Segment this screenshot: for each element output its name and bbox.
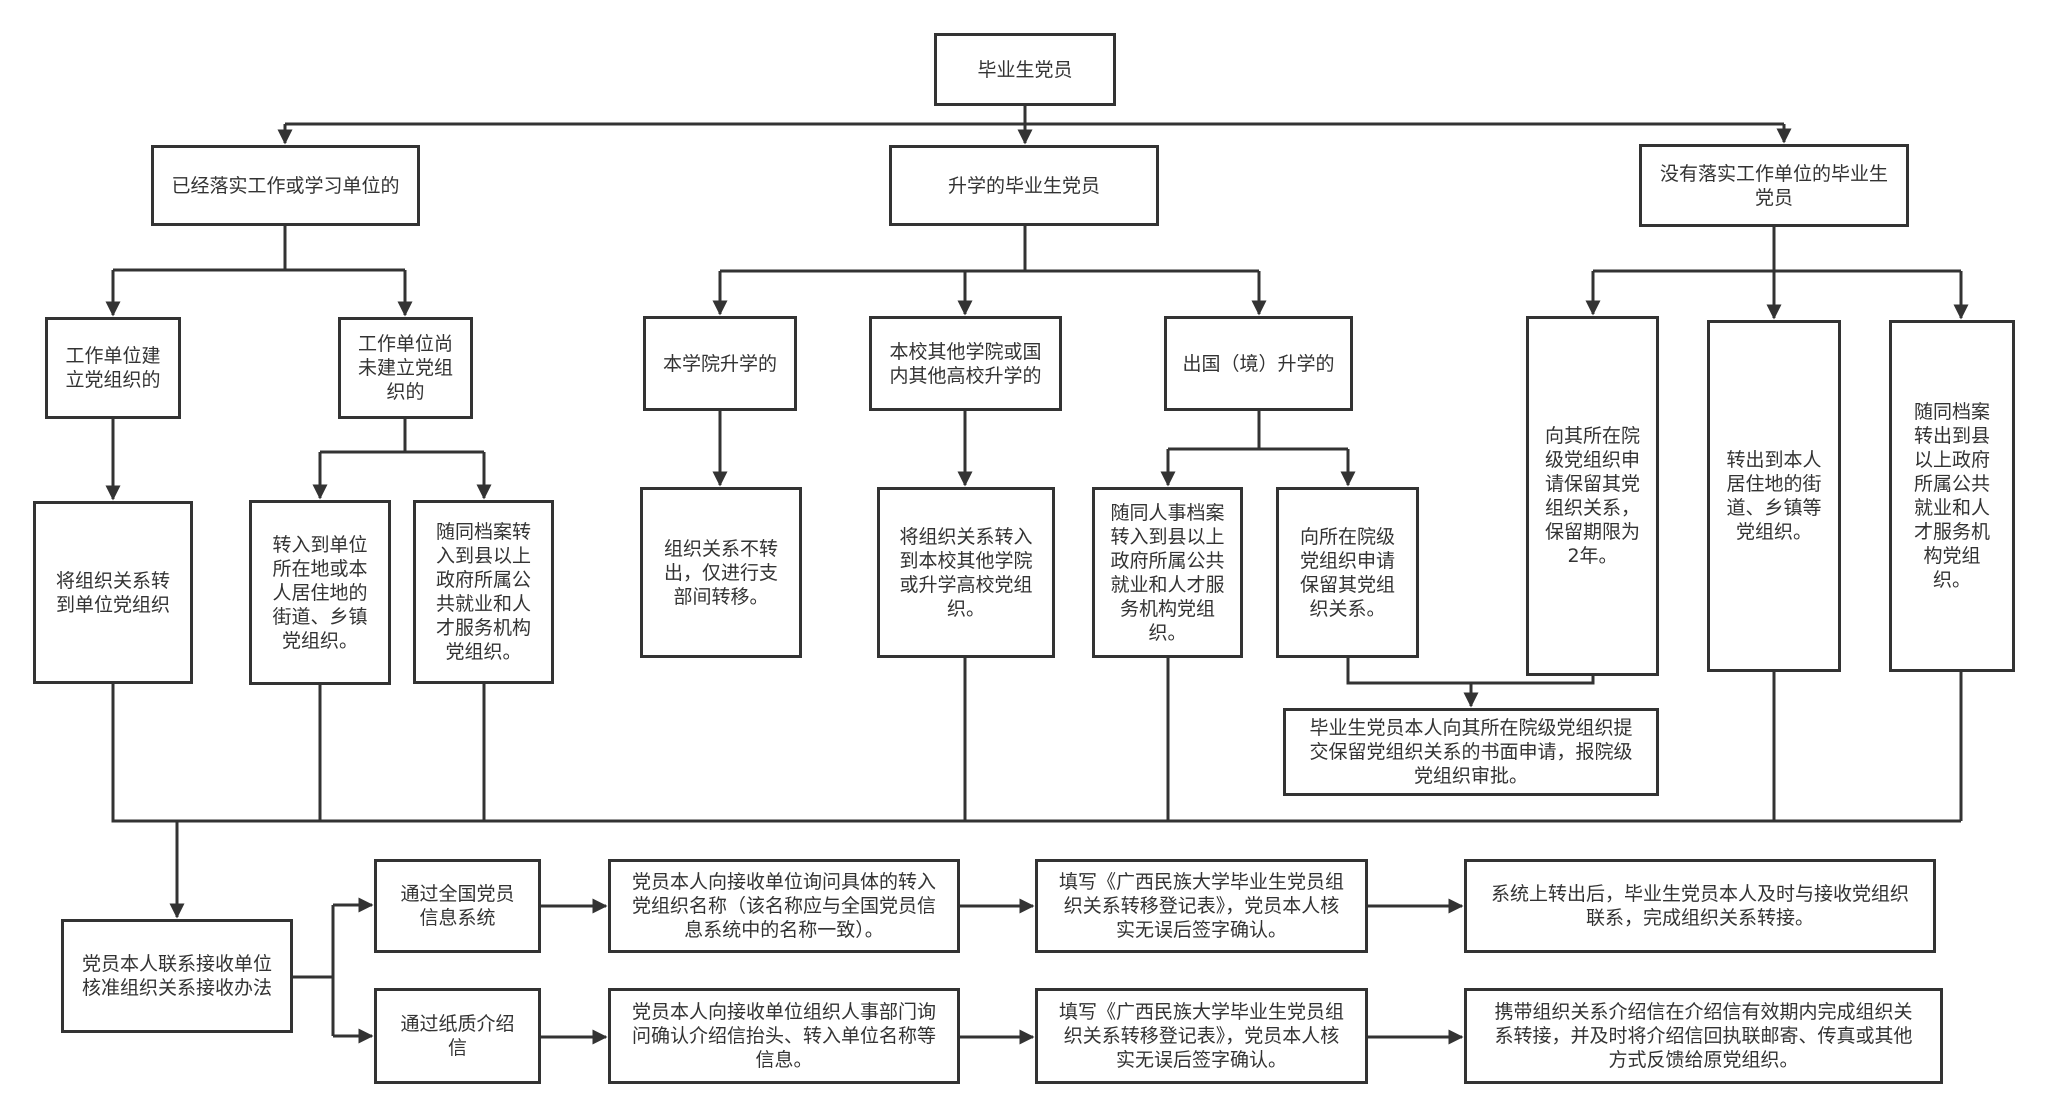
connector-study-bus	[720, 226, 1259, 273]
connector-no-org-bus	[320, 419, 484, 454]
node-transfer-to-new-school: 将组织关系转入 到本校其他学院 或升学高校党组 织。	[877, 487, 1055, 658]
node-unit-has-party-org: 工作单位建 立党组织的	[45, 317, 181, 419]
node-transfer-to-unit-org-label: 将组织关系转 到单位党组织	[55, 569, 170, 616]
node-root: 毕业生党员	[934, 33, 1116, 106]
node-unemployed-apply-retain-label: 向其所在院 级党组织申 请保留其党 组织关系， 保留期限为 2年。	[1544, 425, 1640, 567]
node-unit-no-party-org-label: 工作单位尚 未建立党组 织的	[357, 333, 453, 403]
node-unemployed-to-residence: 转出到本人 居住地的街 道、乡镇等 党组织。	[1707, 320, 1841, 672]
node-transfer-with-archive-county-label: 随同档案转 入到县以上 政府所属公 共就业和人 才服务机构 党组织。	[435, 521, 531, 663]
node-contact-receiving-unit: 党员本人联系接收单位 核准组织关系接收办法	[61, 919, 293, 1033]
node-employed: 已经落实工作或学习单位的	[151, 145, 420, 226]
node-written-application: 毕业生党员本人向其所在院级党组织提 交保留党组织关系的书面申请，报院级 党组织审…	[1283, 708, 1659, 796]
node-unemployed: 没有落实工作单位的毕业生 党员	[1639, 144, 1909, 227]
node-unit-no-party-org: 工作单位尚 未建立党组 织的	[338, 317, 473, 419]
node-transfer-with-archive-county: 随同档案转 入到县以上 政府所属公 共就业和人 才服务机构 党组织。	[413, 500, 554, 684]
connector-collect-bus	[111, 658, 1963, 823]
node-employed-label: 已经落实工作或学习单位的	[171, 174, 400, 197]
node-ask-letter-header: 党员本人向接收单位组织人事部门询 问确认介绍信抬头、转入单位名称等 信息。	[608, 988, 960, 1084]
node-same-college: 本学院升学的	[643, 316, 797, 411]
connector-root-bus	[285, 106, 1784, 126]
node-fill-form-system: 填写《广西民族大学毕业生党员组 织关系转移登记表》，党员本人核 实无误后签字确认…	[1035, 859, 1368, 953]
node-fill-form-paper: 填写《广西民族大学毕业生党员组 织关系转移登记表》，党员本人核 实无误后签字确认…	[1035, 988, 1368, 1084]
node-abroad-apply-retain: 向所在院级 党组织申请 保留其党组 织关系。	[1276, 487, 1419, 658]
node-abroad-with-personnel-archive: 随同人事档案 转入到县以上 政府所属公共 就业和人才服 务机构党组 织。	[1092, 487, 1243, 658]
node-study-abroad-label: 出国（境）升学的	[1182, 352, 1335, 375]
connector-method-split	[293, 905, 335, 1036]
node-fill-form-paper-label: 填写《广西民族大学毕业生党员组 织关系转移登记表》，党员本人核 实无误后签字确认…	[1058, 1001, 1344, 1071]
node-further-study: 升学的毕业生党员	[889, 145, 1159, 226]
node-via-national-system: 通过全国党员 信息系统	[374, 859, 541, 953]
node-transfer-to-new-school-label: 将组织关系转入 到本校其他学院 或升学高校党组 织。	[899, 525, 1033, 620]
node-branch-transfer-only: 组织关系不转 出，仅进行支 部间转移。	[640, 487, 802, 658]
node-via-paper-letter-label: 通过纸质介绍 信	[400, 1013, 515, 1059]
node-unemployed-with-archive: 随同档案 转出到县 以上政府 所属公共 就业和人 才服务机 构党组 织。	[1889, 320, 2015, 672]
node-transfer-to-local-street: 转入到单位 所在地或本 人居住地的 街道、乡镇 党组织。	[249, 500, 391, 685]
node-via-national-system-label: 通过全国党员 信息系统	[400, 883, 515, 929]
node-study-abroad: 出国（境）升学的	[1164, 316, 1353, 411]
node-fill-form-system-label: 填写《广西民族大学毕业生党员组 织关系转移登记表》，党员本人核 实无误后签字确认…	[1058, 871, 1344, 941]
node-contact-receiving-unit-label: 党员本人联系接收单位 核准组织关系接收办法	[81, 953, 272, 999]
node-unemployed-with-archive-label: 随同档案 转出到县 以上政府 所属公共 就业和人 才服务机 构党组 织。	[1913, 401, 1990, 591]
node-other-college-or-school: 本校其他学院或国 内其他高校升学的	[869, 316, 1062, 411]
node-ask-org-name: 党员本人向接收单位询问具体的转入 党组织名称（该名称应与全国党员信 息系统中的名…	[608, 859, 960, 953]
connector-abroad-bus	[1168, 411, 1348, 451]
node-via-paper-letter: 通过纸质介绍 信	[374, 988, 541, 1084]
node-system-transfer-done: 系统上转出后，毕业生党员本人及时与接收党组织 联系，完成组织关系转接。	[1464, 859, 1936, 953]
node-system-transfer-done-label: 系统上转出后，毕业生党员本人及时与接收党组织 联系，完成组织关系转接。	[1490, 883, 1909, 929]
node-unemployed-label: 没有落实工作单位的毕业生 党员	[1659, 162, 1888, 209]
node-same-college-label: 本学院升学的	[662, 352, 777, 375]
node-ask-letter-header-label: 党员本人向接收单位组织人事部门询 问确认介绍信抬头、转入单位名称等 信息。	[631, 1001, 936, 1071]
node-unit-has-party-org-label: 工作单位建 立党组织的	[65, 345, 161, 391]
node-abroad-apply-retain-label: 向所在院级 党组织申请 保留其党组 织关系。	[1299, 525, 1395, 620]
node-abroad-with-personnel-archive-label: 随同人事档案 转入到县以上 政府所属公共 就业和人才服 务机构党组 织。	[1110, 501, 1225, 644]
node-paper-transfer-done: 携带组织关系介绍信在介绍信有效期内完成组织关 系转接，并及时将介绍信回执联邮寄、…	[1464, 988, 1943, 1084]
node-unemployed-apply-retain: 向其所在院 级党组织申 请保留其党 组织关系， 保留期限为 2年。	[1526, 316, 1659, 676]
node-paper-transfer-done-label: 携带组织关系介绍信在介绍信有效期内完成组织关 系转接，并及时将介绍信回执联邮寄、…	[1494, 1001, 1913, 1071]
node-branch-transfer-only-label: 组织关系不转 出，仅进行支 部间转移。	[663, 537, 778, 608]
node-further-study-label: 升学的毕业生党员	[947, 174, 1100, 197]
connector-unemployed-bus	[1593, 227, 1961, 273]
node-written-application-label: 毕业生党员本人向其所在院级党组织提 交保留党组织关系的书面申请，报院级 党组织审…	[1309, 717, 1633, 787]
node-ask-org-name-label: 党员本人向接收单位询问具体的转入 党组织名称（该名称应与全国党员信 息系统中的名…	[631, 871, 936, 941]
connector-employed-bus	[113, 226, 405, 272]
node-root-label: 毕业生党员	[977, 58, 1073, 81]
node-transfer-to-unit-org: 将组织关系转 到单位党组织	[33, 501, 193, 684]
node-transfer-to-local-street-label: 转入到单位 所在地或本 人居住地的 街道、乡镇 党组织。	[272, 533, 368, 652]
node-other-college-or-school-label: 本校其他学院或国 内其他高校升学的	[889, 340, 1042, 387]
node-unemployed-to-residence-label: 转出到本人 居住地的街 道、乡镇等 党组织。	[1726, 449, 1822, 543]
